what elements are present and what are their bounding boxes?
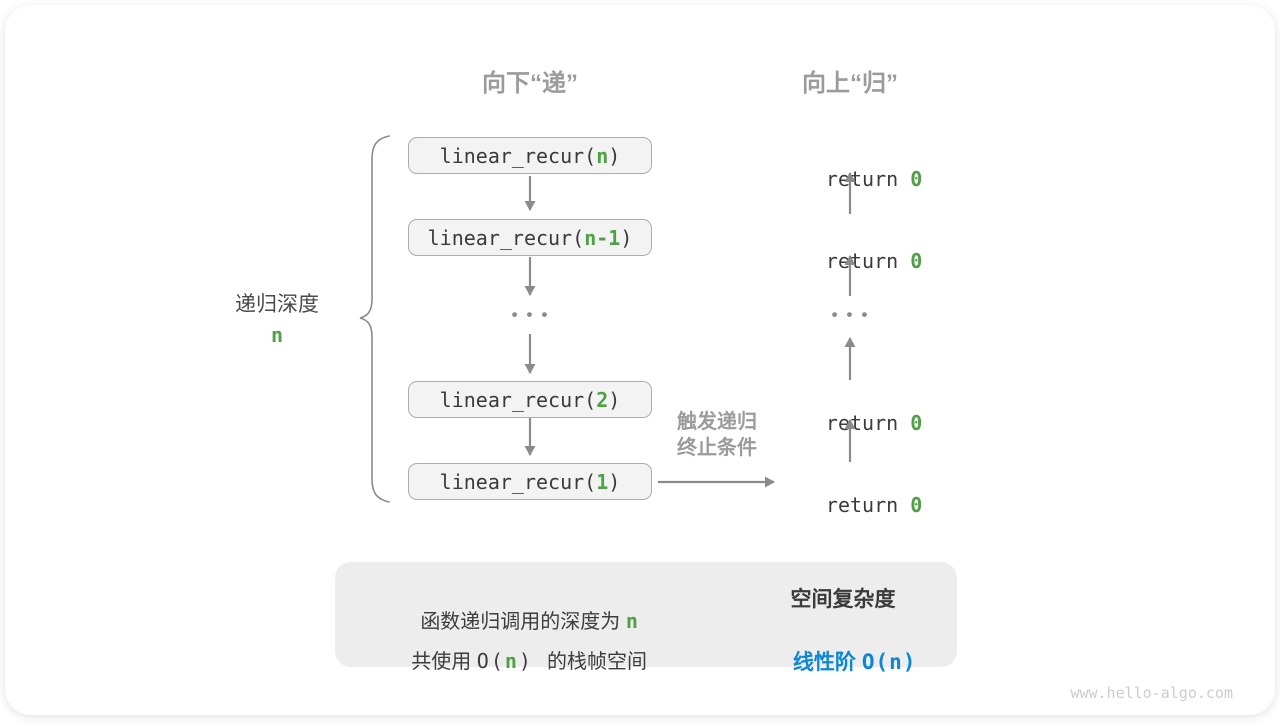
frame-arg: n [596,144,608,168]
frame-text: ) [608,144,620,168]
trigger-line2: 终止条件 [637,435,797,461]
stack-frame-1: linear_recur(1) [408,463,652,500]
return-value: 0 [910,411,922,435]
frame-text: linear_recur( [428,226,585,250]
summary-left-line2: 共使用 O(n) 的栈帧空间 [353,622,683,697]
stack-frame-n-1: linear_recur(n-1) [408,219,652,256]
big-o-open: O( [477,649,505,673]
frame-text: linear_recur( [440,470,597,494]
return-text: return [826,167,910,191]
header-ascend: 向上“归” [730,63,970,98]
return-value: 0 [910,167,922,191]
frame-arg: 2 [596,388,608,412]
trigger-label: 触发递归 终止条件 [637,409,797,461]
frame-text: ) [608,470,620,494]
return-statement: return 0 [770,469,930,541]
frame-text: linear_recur( [440,388,597,412]
frame-text: ) [620,226,632,250]
frame-text: linear_recur( [440,144,597,168]
trigger-line1: 触发递归 [637,409,797,435]
depth-brace [360,136,389,502]
figure-card: 向下“递” 向上“归” 递归深度 n linear_recur(n) linea… [5,5,1275,715]
complexity-code: O(n) [862,650,917,674]
return-statement: return 0 [770,143,930,215]
summary-text: 的栈帧空间 [547,651,647,673]
return-statement: return 0 [770,225,930,297]
return-text: return [826,411,910,435]
summary-text: 共使用 [411,651,477,673]
header-descend: 向下“递” [410,63,650,98]
return-value: 0 [910,249,922,273]
depth-label-value: n [212,323,342,347]
big-o-close: ) [519,649,547,673]
stack-frame-n: linear_recur(n) [408,137,652,174]
stack-frame-2: linear_recur(2) [408,381,652,418]
watermark: www.hello-algo.com [1070,684,1233,702]
complexity-label: 线性阶 [793,651,856,674]
frame-arg: n-1 [584,226,620,250]
summary-right-value: 线性阶 O(n) [743,622,943,700]
frame-text: ) [608,388,620,412]
summary-right-title: 空间复杂度 [753,583,933,613]
ellipsis-descend: ••• [494,305,574,325]
frame-arg: 1 [596,470,608,494]
summary-arg: n [505,649,519,673]
return-text: return [826,493,910,517]
return-text: return [826,249,910,273]
return-value: 0 [910,493,922,517]
depth-label-title: 递归深度 [212,288,342,318]
ellipsis-ascend: ••• [814,305,894,325]
